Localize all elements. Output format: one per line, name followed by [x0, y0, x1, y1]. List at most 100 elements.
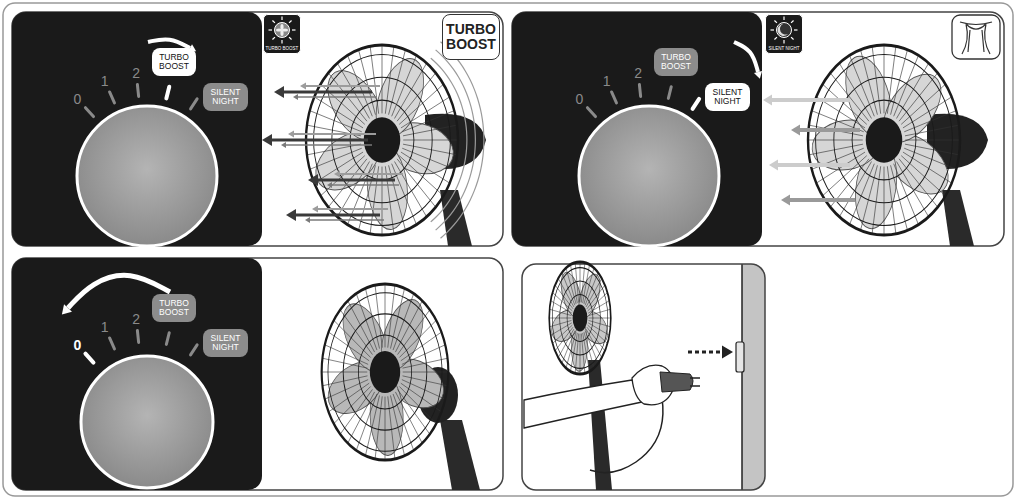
fan-grill-spoke — [401, 152, 450, 183]
air-arrow-shaft — [790, 198, 855, 202]
air-arrow-head — [262, 134, 272, 146]
dial-tick — [110, 338, 115, 349]
fan-grill-spoke — [899, 73, 938, 121]
air-arrow — [763, 95, 850, 106]
fan-grill-spoke — [884, 45, 885, 113]
icon-ray — [783, 17, 784, 21]
fan-grill-spoke — [321, 84, 365, 124]
fan-grill-spoke — [395, 162, 427, 217]
air-arrow-head — [781, 195, 790, 206]
air-arrow-head — [327, 182, 332, 188]
fan-grill-spoke — [403, 144, 457, 155]
fan-grill-spoke — [809, 144, 863, 155]
fan-grill-spoke — [399, 156, 443, 196]
air-arrow — [262, 134, 368, 146]
fan-grill-spoke — [321, 156, 365, 196]
fan-grill-spoke — [340, 310, 372, 355]
fan-grill-spoke — [401, 383, 442, 412]
air-arrow — [305, 217, 384, 223]
plug-pins — [690, 378, 700, 386]
fan-hub — [573, 305, 588, 332]
mode-pill: TURBO BOOST — [152, 294, 196, 322]
fan-grill-spoke — [399, 386, 436, 423]
fan-grill-spoke — [393, 394, 414, 450]
air-arrow-head — [334, 170, 340, 177]
air-arrow — [274, 86, 372, 98]
dial-tick — [693, 99, 700, 109]
turn-arrow-head — [62, 304, 72, 314]
fan-grill-spoke — [375, 285, 382, 348]
fan-grill-ring — [343, 314, 427, 430]
fan-grill-spoke — [356, 294, 377, 350]
fan-grill-spoke — [905, 125, 959, 136]
fan-hub — [866, 117, 902, 163]
air-arrow-head — [791, 125, 800, 136]
fan-grill-spoke — [392, 164, 417, 225]
dial-number: 0 — [74, 91, 82, 107]
panel-frame — [12, 12, 503, 246]
air-arrow-shaft — [318, 208, 388, 210]
fan-grill-ring — [560, 281, 601, 355]
mode-text: TURBO BOOST — [264, 46, 300, 51]
air-arrow — [281, 142, 372, 148]
dial-number: 2 — [132, 311, 140, 327]
air-arrow — [308, 174, 395, 186]
fan-grill-spoke — [403, 372, 449, 373]
fan-grill-spoke — [894, 55, 919, 116]
air-arrow — [300, 82, 380, 89]
fan-grill-spoke — [403, 358, 448, 368]
sheet-icon — [960, 22, 992, 54]
dial-number: 1 — [603, 73, 611, 89]
mode-text: TURBO BOOST — [656, 53, 696, 71]
wall — [742, 264, 765, 490]
air-arrow-shaft — [800, 128, 860, 132]
fan-grill-spoke — [398, 310, 430, 355]
fan-grill-spoke — [901, 84, 945, 124]
icon-ray — [269, 29, 273, 30]
panel-background — [522, 264, 765, 490]
mode-text: SILENT NIGHT — [205, 334, 246, 352]
air-arrow-shaft — [272, 139, 368, 142]
icon-ray — [281, 40, 282, 44]
fan-grill-ring — [808, 45, 960, 235]
fan-grill-spoke — [401, 332, 442, 361]
speed-dial — [81, 356, 213, 488]
fan-hub — [364, 117, 400, 163]
fan-grill-spoke — [370, 166, 379, 234]
fan-grill-spoke — [399, 84, 443, 124]
fan-grill-spoke — [385, 166, 394, 234]
air-arrow — [781, 195, 855, 206]
wall-edge — [741, 264, 743, 490]
fan-grill-spoke — [397, 159, 436, 207]
fan-grill-spoke — [397, 73, 436, 121]
icon-ray — [281, 17, 282, 21]
air-arrow-shaft — [306, 85, 380, 87]
fan-grill-spoke — [884, 167, 885, 235]
dial-tick — [137, 85, 138, 97]
dial-tick — [166, 87, 169, 99]
fan-grill-ring — [358, 335, 411, 409]
panel-frame — [12, 258, 503, 490]
plug — [660, 372, 693, 392]
fan-grill-spoke — [872, 166, 881, 234]
panel-frame — [522, 264, 765, 490]
fan-grill-spoke — [816, 152, 865, 183]
fan-grill-spoke — [392, 55, 417, 116]
icon-ray — [272, 20, 274, 22]
fan-grill-spoke — [839, 162, 871, 217]
dial-tick — [668, 87, 671, 99]
fan-stand — [440, 190, 472, 246]
mode-pill: SILENT NIGHT — [705, 83, 750, 111]
fan-grill-spoke — [395, 392, 422, 443]
mode-pill: SILENT NIGHT — [203, 329, 248, 357]
fan-grill-spoke — [872, 46, 881, 114]
dial-number: 0 — [576, 91, 584, 107]
fan-grill-spoke — [314, 97, 363, 128]
sheet-icon-frame — [952, 15, 1000, 59]
air-arrow — [288, 130, 376, 137]
mode-text: SILENT NIGHT — [766, 46, 802, 51]
fan-grill-spoke — [849, 164, 874, 225]
mode-icon: TURBO BOOST — [263, 14, 301, 54]
fan-grill-spoke — [329, 332, 370, 361]
